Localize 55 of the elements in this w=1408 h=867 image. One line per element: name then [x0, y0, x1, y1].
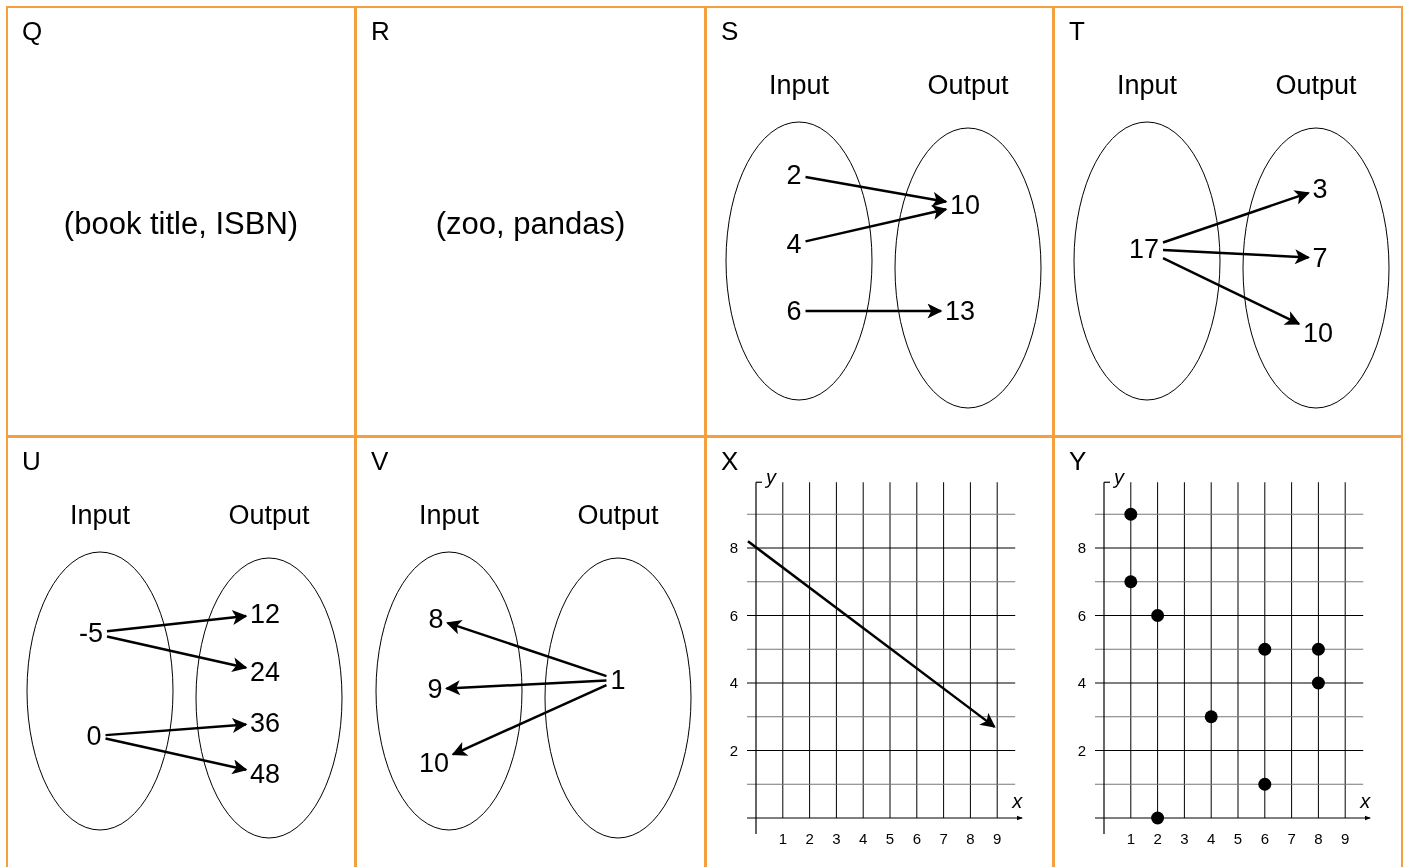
panel: [355, 6, 706, 437]
tick-label: 6: [1077, 606, 1087, 624]
number-label: 0: [86, 721, 102, 751]
axis-title: y: [1114, 466, 1124, 489]
tick-label: 2: [805, 830, 814, 847]
tick-label: 8: [1077, 539, 1087, 556]
tick-label: 8: [966, 830, 975, 847]
number-label: -5: [79, 618, 103, 648]
number-label: 8: [428, 604, 444, 634]
axis-title: y: [766, 466, 776, 489]
panel-letter: V: [371, 446, 389, 476]
tick-label: 9: [1341, 830, 1350, 847]
number-label: 17: [1129, 234, 1159, 264]
tick-label: 3: [1180, 830, 1189, 847]
panel: [6, 6, 356, 437]
ordered-pair: (book title, ISBN): [62, 206, 300, 242]
tick-label: 7: [939, 830, 948, 847]
set-heading: Input: [68, 499, 132, 531]
number-label: 2: [786, 160, 802, 190]
panel-letter: R: [371, 16, 390, 46]
tick-label: 6: [1260, 830, 1269, 847]
tick-label: 6: [729, 606, 739, 624]
axis-title: x: [1360, 790, 1371, 812]
set-heading: Input: [417, 499, 481, 531]
tick-label: 4: [859, 830, 868, 847]
panel-letter: S: [721, 16, 739, 46]
set-heading: Input: [1115, 69, 1179, 101]
panel-letter: X: [721, 446, 739, 476]
number-label: 4: [786, 229, 802, 259]
tick-label: 2: [1077, 741, 1087, 759]
tick-label: 5: [885, 830, 895, 847]
tick-label: 4: [729, 674, 739, 691]
tick-label: 1: [778, 830, 787, 847]
tick-label: 1: [1126, 830, 1135, 847]
tick-label: 2: [1153, 830, 1162, 847]
number-label: 10: [419, 748, 449, 778]
set-heading: Input: [767, 69, 831, 101]
tick-label: 4: [1077, 674, 1087, 691]
tick-label: 7: [1287, 830, 1296, 847]
panel-letter: T: [1069, 16, 1085, 46]
panel-letter: Q: [22, 16, 43, 46]
tick-label: 8: [729, 539, 739, 556]
number-label: 6: [786, 296, 802, 326]
tick-label: 2: [729, 741, 739, 759]
axis-title: x: [1012, 790, 1023, 812]
panel-letter: U: [22, 446, 41, 476]
tick-label: 4: [1207, 830, 1216, 847]
ordered-pair: (zoo, pandas): [434, 206, 627, 242]
tick-label: 8: [1314, 830, 1323, 847]
tick-label: 5: [1233, 830, 1243, 847]
tick-label: 9: [993, 830, 1002, 847]
tick-label: 6: [912, 830, 921, 847]
panel-letter: Y: [1069, 446, 1087, 476]
number-label: 9: [427, 674, 443, 704]
tick-label: 3: [832, 830, 841, 847]
